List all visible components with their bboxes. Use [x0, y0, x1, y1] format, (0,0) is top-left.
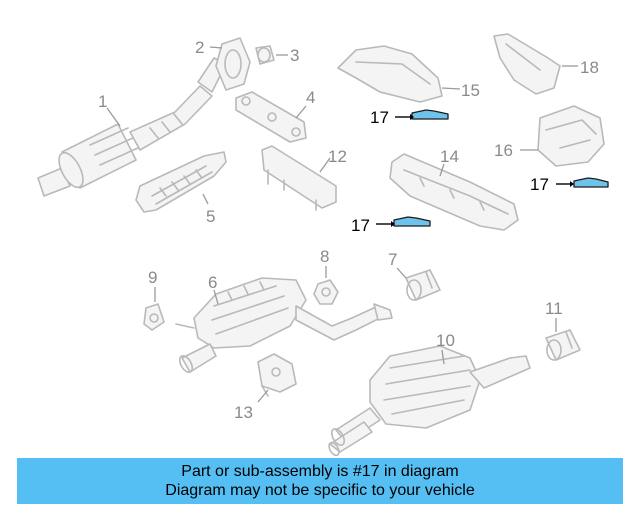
callout-9: 9	[148, 268, 157, 287]
info-banner: Part or sub-assembly is #17 in diagram D…	[17, 458, 623, 504]
part-8-mount	[313, 279, 339, 305]
part-17-pad-c	[393, 216, 431, 227]
part-1-front-pipe-converter	[37, 57, 227, 197]
part-14-heat-shield	[389, 153, 519, 231]
arrowhead-17-a	[410, 114, 414, 120]
arrowhead-17-c	[391, 221, 395, 227]
callout-12: 12	[328, 147, 347, 166]
part-17-pad-a	[411, 109, 449, 120]
part-2-gasket	[215, 37, 251, 91]
callout-11: 11	[545, 299, 563, 318]
leader-14	[439, 163, 445, 177]
banner-line-disclaimer: Diagram may not be specific to your vehi…	[165, 482, 475, 499]
callout-13: 13	[234, 403, 253, 422]
part-6-center-muffler	[175, 277, 393, 373]
banner-line-part-number: Part or sub-assembly is #17 in diagram	[181, 463, 459, 480]
leader-2	[209, 46, 223, 49]
callout-3: 3	[290, 46, 299, 65]
leader-13	[257, 389, 269, 403]
callout-5: 5	[206, 207, 215, 226]
callout-17-b: 17	[530, 175, 549, 194]
callout-15: 15	[461, 81, 480, 100]
part-5-heat-shield	[135, 151, 227, 213]
part-3-bushing	[255, 45, 275, 65]
part-4-bracket	[235, 91, 307, 143]
leader-5	[202, 193, 209, 205]
callout-17-a: 17	[370, 108, 389, 127]
part-12-support-bracket	[261, 145, 337, 211]
leader-6	[213, 289, 219, 305]
callout-1: 1	[98, 92, 107, 111]
arrowhead-17-b	[570, 181, 574, 187]
part-17-pad-b	[573, 177, 609, 188]
leader-10	[441, 349, 445, 365]
leader-15	[441, 87, 461, 90]
leader-12	[319, 157, 331, 173]
callout-6: 6	[208, 273, 217, 292]
parts-diagram: 1 2 3 4 5 12 15	[37, 33, 609, 456]
callout-8: 8	[320, 247, 329, 266]
callout-14: 14	[440, 147, 459, 166]
part-13-bracket	[257, 353, 297, 397]
part-16-bracket	[537, 105, 605, 167]
part-10-rear-muffler	[328, 345, 531, 456]
callout-16: 16	[494, 141, 513, 160]
leader-1	[106, 107, 121, 127]
callout-18: 18	[580, 58, 599, 77]
part-18-heat-shield	[493, 33, 561, 95]
leader-4	[295, 105, 307, 119]
callout-7: 7	[388, 250, 397, 269]
callout-2: 2	[195, 38, 204, 57]
part-7-clamp	[405, 269, 441, 301]
part-9-hanger	[143, 303, 165, 331]
callout-10: 10	[436, 331, 455, 350]
callout-17-c: 17	[351, 216, 370, 235]
part-15-heat-shield	[337, 45, 443, 103]
part-11-clamp	[545, 329, 581, 361]
leader-7	[396, 267, 407, 279]
callout-4: 4	[306, 88, 315, 107]
